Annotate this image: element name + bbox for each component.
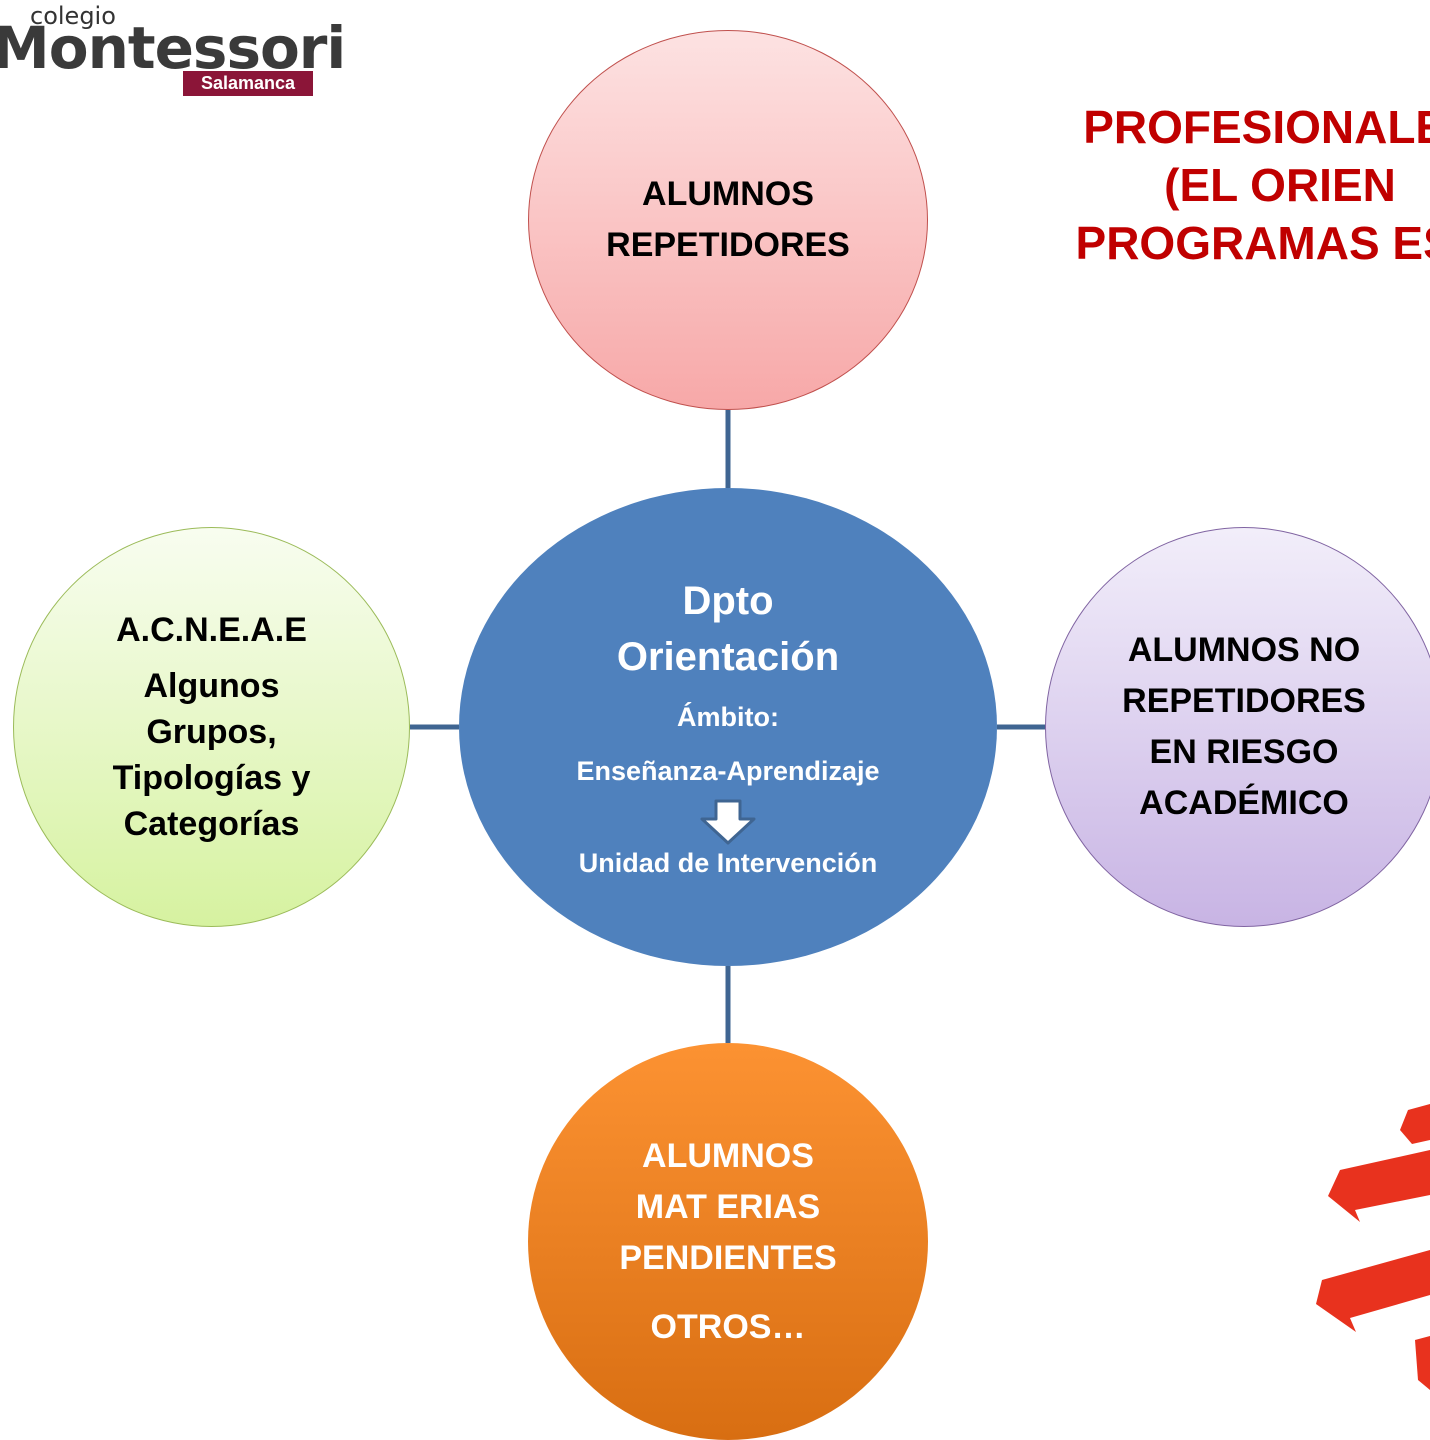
node-text: EN RIESGO bbox=[1149, 733, 1339, 771]
node-repeaters: ALUMNOS REPETIDORES bbox=[528, 30, 928, 410]
page-title: PROFESIONALES (EL ORIEN PROGRAMAS ESP bbox=[930, 98, 1430, 272]
red-arrows-icon bbox=[1316, 1104, 1430, 1390]
node-acneae: A.C.N.E.A.E Algunos Grupos, Tipologías y… bbox=[13, 527, 410, 927]
node-text: ALUMNOS bbox=[642, 175, 814, 213]
node-text: ALUMNOS bbox=[642, 1136, 814, 1175]
logo-badge: Salamanca bbox=[183, 71, 313, 96]
node-text: Grupos, bbox=[146, 713, 277, 751]
logo-main-text: Montessori bbox=[0, 14, 346, 82]
node-orientation-department: Dpto Orientación Ámbito: Enseñanza-Apren… bbox=[459, 488, 997, 966]
title-line-1: PROFESIONALES bbox=[1083, 101, 1430, 153]
logo-small-text: colegio bbox=[30, 2, 116, 30]
center-area: Enseñanza-Aprendizaje bbox=[576, 756, 880, 786]
title-line-3: PROGRAMAS ESP bbox=[1075, 217, 1430, 269]
center-title-1: Dpto bbox=[682, 579, 774, 623]
node-at-risk: ALUMNOS NO REPETIDORES EN RIESGO ACADÉMI… bbox=[1045, 527, 1430, 927]
node-text: MAT ERIAS bbox=[635, 1187, 821, 1226]
node-text-other: OTROS… bbox=[650, 1307, 806, 1346]
node-heading: A.C.N.E.A.E bbox=[116, 611, 307, 649]
center-unit: Unidad de Intervención bbox=[578, 848, 878, 878]
node-pending-subjects: ALUMNOS MAT ERIAS PENDIENTES OTROS… bbox=[528, 1043, 928, 1440]
node-text: Tipologías y bbox=[112, 759, 311, 797]
title-line-2: (EL ORIEN bbox=[1164, 159, 1396, 211]
node-text: REPETIDORES bbox=[1122, 682, 1366, 720]
center-title-2: Orientación bbox=[616, 635, 840, 679]
node-text: Algunos bbox=[143, 667, 280, 705]
school-logo: colegio Montessori Salamanca bbox=[0, 0, 346, 100]
node-text: Categorías bbox=[123, 805, 300, 843]
node-text: ACADÉMICO bbox=[1139, 784, 1349, 822]
node-text: PENDIENTES bbox=[619, 1238, 837, 1277]
node-text: ALUMNOS NO bbox=[1127, 631, 1361, 669]
node-text: REPETIDORES bbox=[606, 226, 850, 264]
center-ambito: Ámbito: bbox=[677, 702, 779, 732]
down-arrow-icon bbox=[700, 799, 756, 845]
